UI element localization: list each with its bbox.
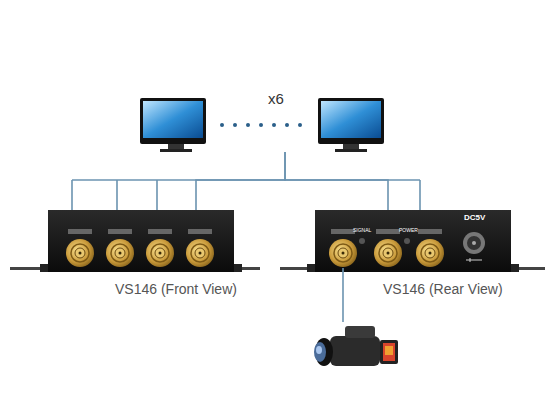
bnc-connector — [374, 229, 402, 267]
camera-cable — [342, 268, 344, 322]
camcorder — [314, 326, 398, 366]
bnc-connector — [416, 229, 444, 267]
bnc-connector — [66, 229, 94, 267]
video-cable — [196, 152, 285, 210]
rear-device — [280, 210, 545, 272]
video-cable — [285, 152, 388, 210]
cable-tree — [72, 180, 420, 210]
device-caption: VS146 (Front View) — [115, 281, 237, 297]
led-label: POWER — [399, 227, 418, 233]
ellipsis-dots — [220, 123, 302, 127]
rear-view-device: SIGNAL POWER DC5V VS146 (Rear View) — [280, 205, 550, 305]
front-device — [10, 210, 260, 272]
bnc-connector — [106, 229, 134, 267]
device-caption: VS146 (Rear View) — [383, 281, 503, 297]
bnc-connector — [329, 229, 357, 267]
monitor-group: x6 — [140, 90, 384, 152]
monitor — [318, 98, 384, 152]
bnc-connector — [186, 229, 214, 267]
power-jack-label: DC5V — [464, 213, 485, 222]
led-label: SIGNAL — [353, 227, 371, 233]
front-view-device: VS146 (Front View) — [10, 205, 270, 305]
bnc-connector — [146, 229, 174, 267]
monitor — [140, 98, 206, 152]
quantity-label: x6 — [268, 90, 284, 107]
